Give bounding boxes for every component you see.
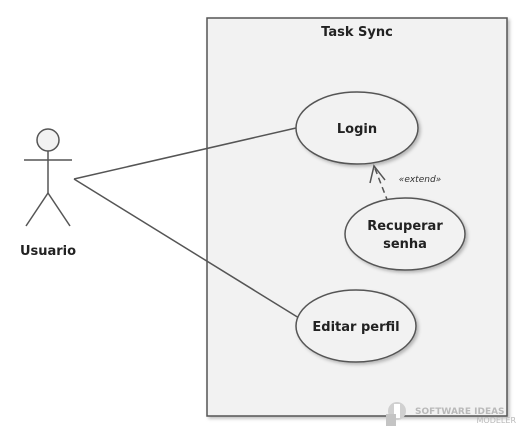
actor-name: Usuario — [20, 244, 76, 259]
use-case-editar-perfil-label: Editar perfil — [312, 320, 399, 335]
open-arrowhead-icon — [369, 164, 386, 184]
use-case-editar-perfil[interactable]: Editar perfil — [295, 289, 417, 363]
extend-label: «extend» — [399, 175, 441, 185]
use-case-recuperar-senha[interactable]: Recuperar senha — [344, 197, 466, 271]
use-case-recuperar-label-line2: senha — [383, 237, 427, 252]
use-case-login[interactable]: Login — [295, 91, 419, 165]
actor-usuario[interactable]: Usuario — [20, 128, 76, 259]
watermark-line2: MODELER — [477, 416, 517, 425]
extend-relation[interactable]: «extend» — [369, 164, 441, 203]
stick-figure-icon — [24, 128, 72, 227]
association-usuario-login[interactable] — [73, 127, 297, 180]
use-case-login-label: Login — [337, 122, 377, 137]
association-usuario-editar-perfil[interactable] — [73, 178, 300, 319]
watermark-line1: SOFTWARE IDEAS — [415, 407, 505, 417]
software-ideas-logo-icon — [386, 402, 406, 426]
system-title: Task Sync — [321, 25, 393, 40]
use-case-recuperar-label-line1: Recuperar — [367, 219, 443, 234]
software-ideas-modeler-watermark: SOFTWARE IDEAS MODELER — [386, 402, 516, 426]
